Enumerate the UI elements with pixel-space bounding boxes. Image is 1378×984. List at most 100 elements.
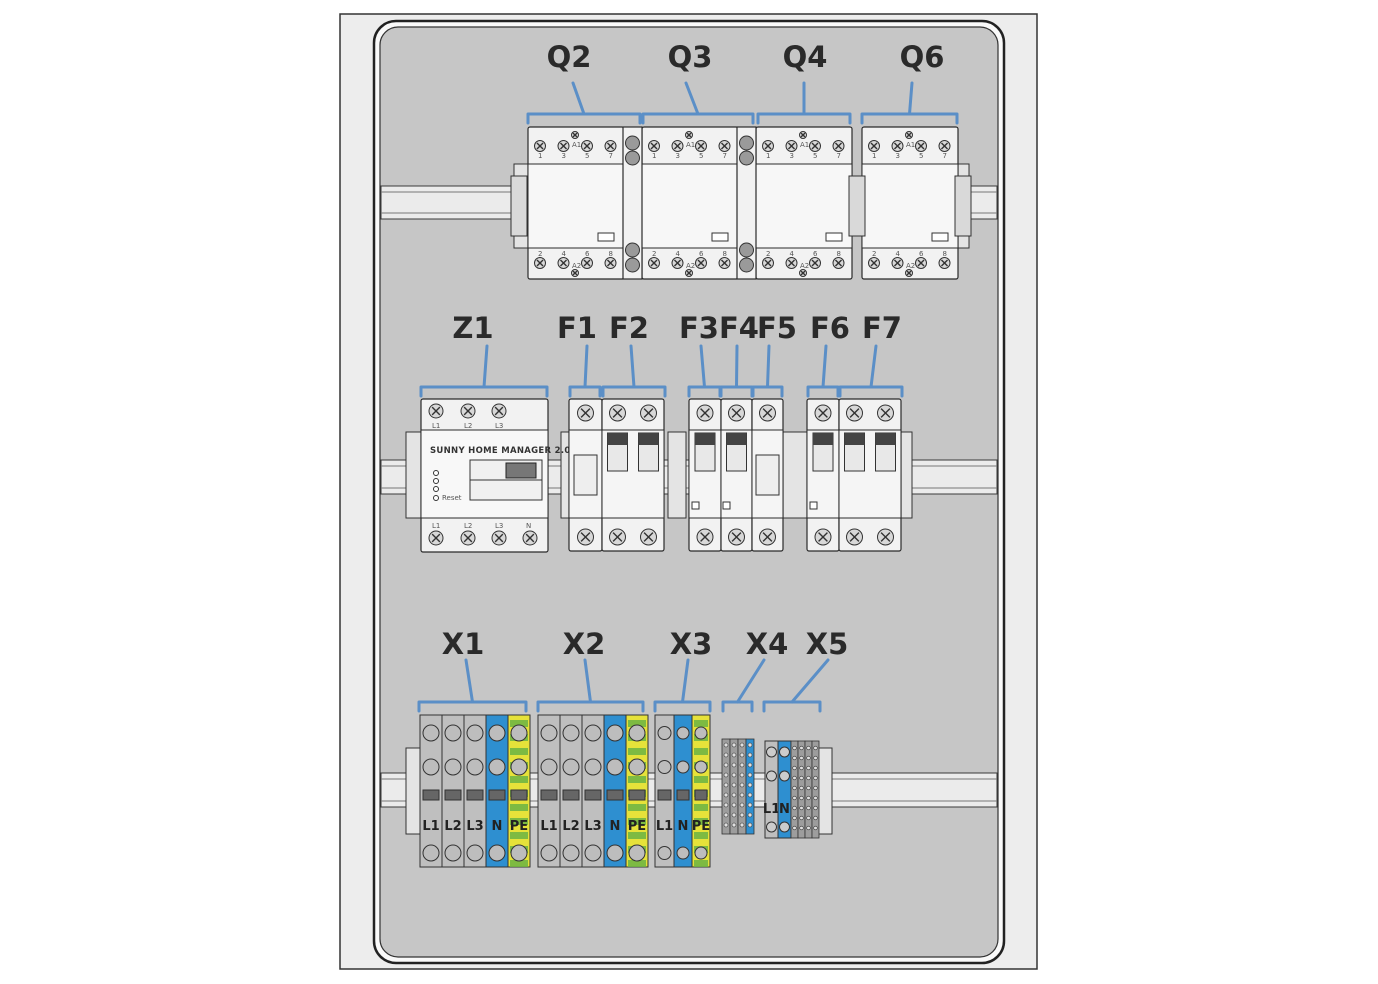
terminal-number: 3 (676, 152, 680, 160)
contactor-terminal-top (581, 140, 593, 152)
terminal-name: L2 (464, 522, 472, 530)
terminal-name: L3 (495, 422, 503, 430)
device-label-q4: Q4 (783, 40, 828, 74)
device-label-z1: Z1 (452, 311, 493, 345)
device-label-f6: F6 (810, 311, 850, 345)
terminal-name: L3 (495, 522, 503, 530)
meter-terminal-top (428, 403, 444, 419)
breaker-terminal-bottom (577, 528, 594, 546)
contactor-terminal-top (762, 140, 774, 152)
terminal-number: 2 (872, 250, 876, 258)
x2-terminal-l3: L3 (581, 714, 605, 868)
terminal-number: 3 (896, 152, 900, 160)
terminal-marking: N (678, 819, 689, 834)
breaker-f2 (601, 398, 665, 552)
contactor-terminal-top (938, 140, 951, 152)
x1-terminal-pe: PE (507, 714, 531, 868)
terminal-number: 3 (790, 152, 794, 160)
status-led (433, 478, 439, 484)
breaker-terminal-bottom (877, 528, 894, 546)
reset-button (433, 495, 439, 501)
contactor-terminal-bottom (809, 257, 821, 269)
contactor-terminal-top (809, 140, 821, 152)
contactor-terminal-top (557, 140, 570, 152)
x2-terminal-pe: PE (625, 714, 649, 868)
terminal-marking: L2 (444, 819, 461, 834)
terminal-number: 2 (652, 250, 656, 258)
breaker-terminal-top (877, 404, 894, 422)
terminal-number: 6 (699, 250, 704, 258)
status-led (433, 486, 439, 492)
terminal-number: 5 (585, 152, 589, 160)
breaker-terminal-top (609, 404, 626, 422)
x3-terminal-n: N (673, 714, 693, 868)
x2-terminal-l2: L2 (559, 714, 583, 868)
breaker-terminal-bottom (609, 528, 626, 546)
breaker-terminal-bottom (814, 528, 832, 546)
terminal-number: 7 (723, 152, 727, 160)
contactor-terminal-bottom (938, 257, 951, 269)
meter-terminal-top (460, 403, 476, 419)
terminal-marking: PE (692, 819, 710, 834)
terminal-marking: PE (628, 819, 646, 834)
device-label-x1: X1 (442, 627, 485, 661)
contactor-terminal-bottom (581, 257, 593, 269)
device-label-f5: F5 (757, 311, 797, 345)
contactor-terminal-bottom (557, 257, 570, 269)
terminal-name: L1 (432, 422, 440, 430)
device-label-x2: X2 (563, 627, 606, 661)
device-label-f1: F1 (557, 311, 597, 345)
terminal-number: 6 (919, 250, 924, 258)
terminal-marking: L1 (656, 819, 673, 834)
terminal-number: 4 (562, 250, 567, 258)
terminal-block-x4 (721, 738, 755, 835)
terminal-marking: L3 (466, 819, 483, 834)
svg-text:A1: A1 (686, 141, 695, 149)
breaker-f4 (720, 398, 753, 552)
svg-text:A1: A1 (800, 141, 809, 149)
terminal-name: L1 (432, 522, 440, 530)
terminal-number: 1 (652, 152, 656, 160)
meter-terminal-bottom (460, 530, 476, 546)
x1-terminal-n: N (485, 714, 509, 868)
contactor-terminal-bottom (648, 257, 660, 269)
contactor-terminal-top (891, 140, 904, 152)
breaker-terminal-top (846, 404, 863, 422)
terminal-number: 4 (790, 250, 795, 258)
terminal-number: 7 (943, 152, 947, 160)
contactor-terminal-bottom (832, 257, 845, 269)
device-label-q6: Q6 (900, 40, 945, 74)
terminal-number: 6 (585, 250, 590, 258)
breaker-terminal-top (577, 404, 594, 422)
device-label-q2: Q2 (547, 40, 592, 74)
ethernet-port (505, 462, 537, 479)
terminal-block-x5: L1N (763, 740, 820, 839)
contactor-terminal-top (604, 140, 617, 152)
x1-terminal-l1: L1 (419, 714, 443, 868)
breaker-f1 (568, 398, 603, 552)
breaker-terminal-top (759, 404, 776, 422)
breaker-f6 (806, 398, 840, 552)
contactor-terminal-bottom (785, 257, 798, 269)
terminal-number: 3 (562, 152, 566, 160)
contactor-terminal-top (785, 140, 798, 152)
contactor-terminal-top (534, 140, 546, 152)
x1-terminal-l3: L3 (463, 714, 487, 868)
contactor-terminal-bottom (671, 257, 684, 269)
x1-terminal-l2: L2 (441, 714, 465, 868)
svg-text:A1: A1 (906, 141, 915, 149)
auxiliary-module (736, 126, 757, 280)
terminal-number: 8 (609, 250, 613, 258)
coil-terminal (571, 269, 579, 277)
contactor-terminal-top (695, 140, 707, 152)
device-label-f2: F2 (609, 311, 649, 345)
breaker-terminal-bottom (696, 528, 714, 546)
breaker-terminal-bottom (640, 528, 657, 546)
terminal-number: 5 (919, 152, 923, 160)
